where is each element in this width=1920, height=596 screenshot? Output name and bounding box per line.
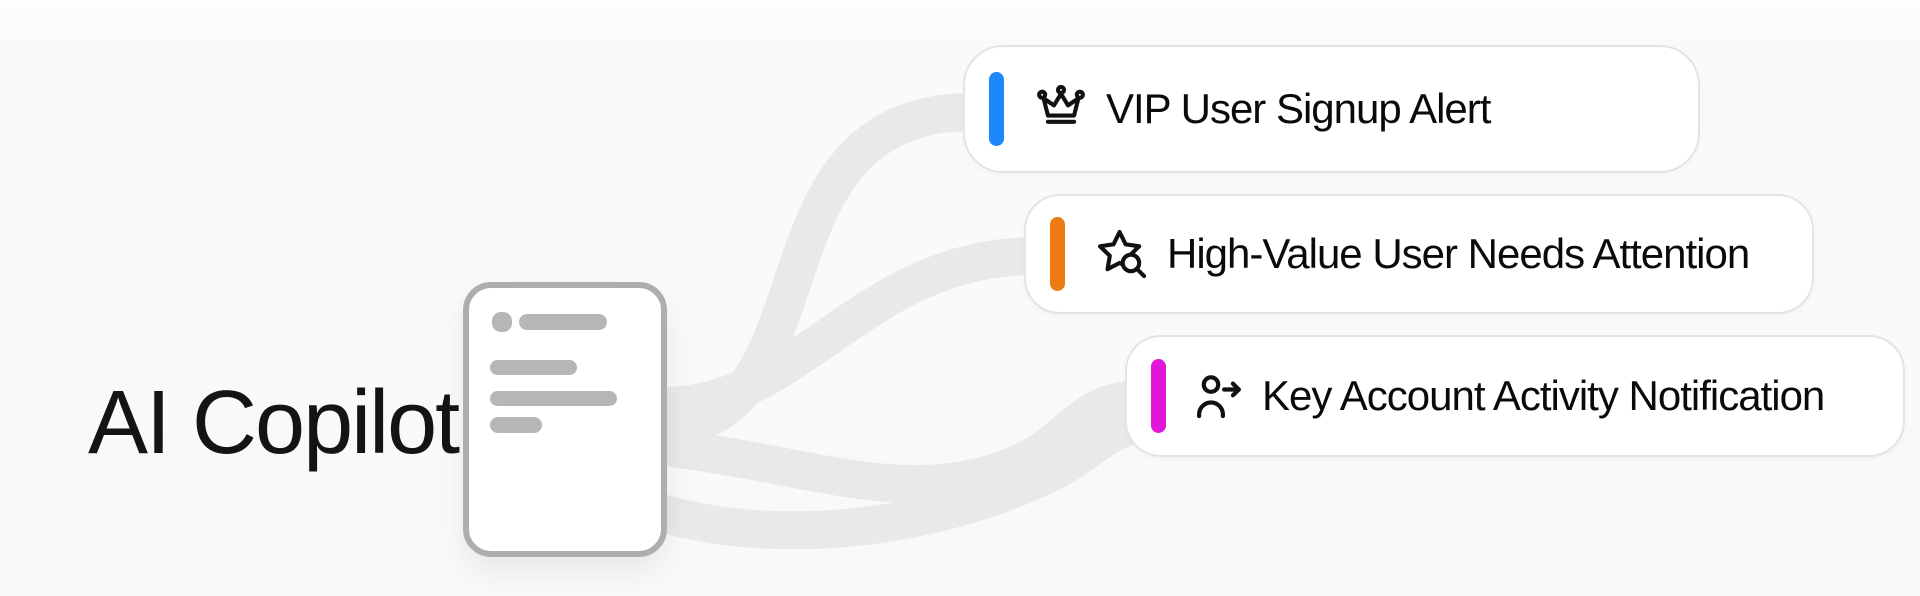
skeleton-text-line [490,391,617,406]
notification-card-vip-signup: VIP User Signup Alert [963,45,1700,173]
notification-label: High-Value User Needs Attention [1167,230,1750,277]
user-arrow-icon [1190,368,1246,424]
notification-label: Key Account Activity Notification [1262,372,1825,419]
accent-bar [989,72,1004,146]
skeleton-text-line [519,314,607,330]
star-search-icon [1093,225,1151,283]
notification-label: VIP User Signup Alert [1106,85,1491,132]
accent-bar [1050,217,1065,291]
notification-card-key-account: Key Account Activity Notification [1125,335,1905,457]
crown-icon [1032,80,1090,138]
connector-to-highvalue [639,237,1055,426]
accent-bar [1151,359,1166,433]
skeleton-text-line [490,417,542,433]
connector-lower [639,405,1157,550]
page-title: AI Copilot [88,373,460,473]
skeleton-avatar-dot [492,312,512,332]
notification-card-high-value: High-Value User Needs Attention [1024,194,1814,314]
skeleton-text-line [490,360,577,375]
source-document-card [463,282,667,557]
connector-to-keyaccount [639,381,1155,504]
